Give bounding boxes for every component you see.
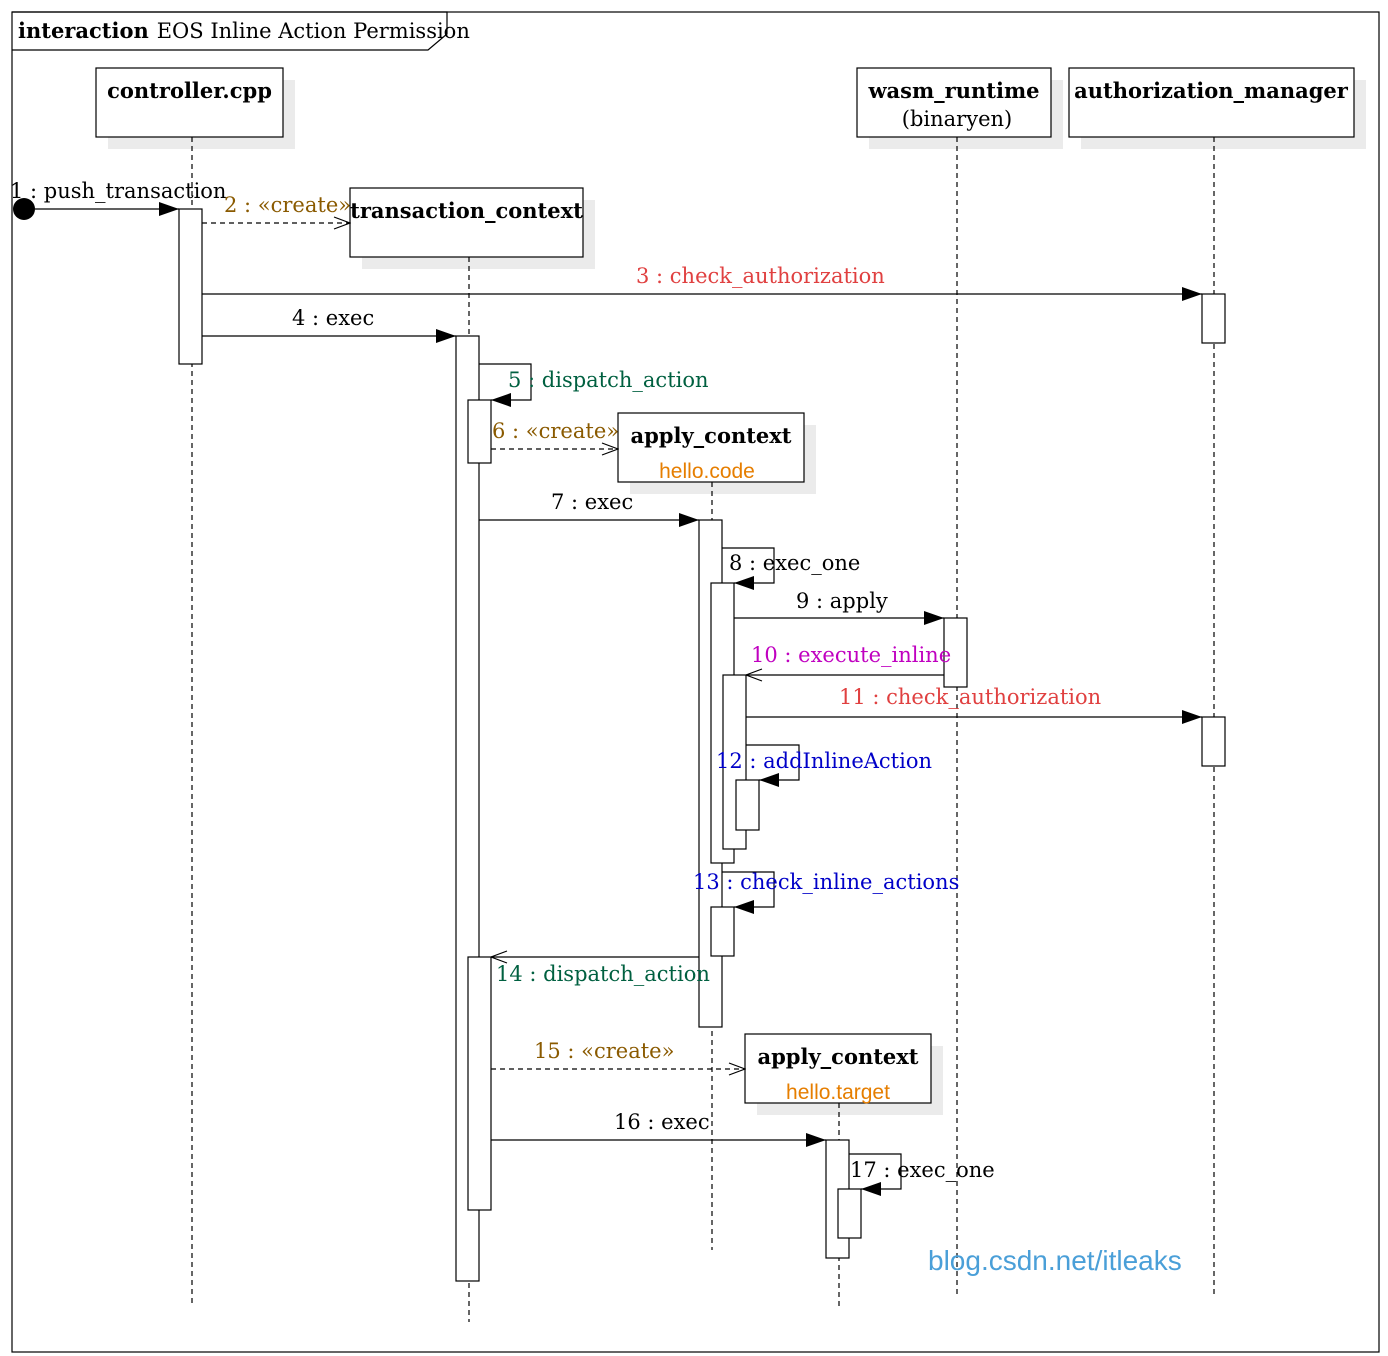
message-17-arrow [849, 1153, 902, 1196]
participant-apply-context-target: apply_context hello.target [744, 1033, 943, 1115]
participant-controller: controller.cpp [95, 67, 295, 149]
activation-add-inline-action [735, 779, 760, 831]
message-4-label: 4 : exec [292, 306, 374, 330]
message-17-label: 17 : exec_one [850, 1158, 995, 1182]
watermark: blog.csdn.net/itleaks [928, 1245, 1182, 1276]
message-13-label: 13 : check_inline_actions [693, 870, 959, 894]
message-13-arrow [722, 871, 775, 914]
participant-apply-context-code: apply_context hello.code [617, 412, 816, 494]
message-11-label: 11 : check_authorization [839, 685, 1101, 709]
message-14-label: 14 : dispatch_action [496, 962, 710, 986]
message-9-label: 9 : apply [796, 589, 888, 613]
participant-wasm-runtime: wasm_runtime (binaryen) [856, 67, 1063, 149]
participant-name: transaction_context [350, 198, 583, 223]
message-16-label: 16 : exec [614, 1110, 710, 1134]
participant-name: controller.cpp [107, 78, 272, 103]
interaction-frame [11, 11, 1380, 1353]
participant-name: apply_context [631, 423, 792, 448]
message-7-label: 7 : exec [551, 490, 633, 514]
message-8-label: 8 : exec_one [729, 551, 860, 575]
message-5-arrow [479, 363, 532, 407]
activation-check-inline-actions [710, 906, 735, 957]
participant-name: apply_context [758, 1044, 919, 1069]
message-6-label: 6 : «create» [492, 419, 619, 443]
message-12-arrow [746, 744, 800, 787]
activation-wasm-runtime [943, 617, 968, 688]
activation-exec-one-2 [837, 1188, 862, 1239]
found-message-start [13, 198, 35, 220]
participant-subtitle: (binaryen) [902, 107, 1012, 131]
message-10-label: 10 : execute_inline [751, 643, 951, 667]
activation-dispatch-1 [467, 399, 492, 464]
message-3-label: 3 : check_authorization [636, 264, 885, 288]
message-2-label: 2 : «create» [224, 193, 351, 217]
message-15-label: 15 : «create» [534, 1039, 674, 1063]
message-12-label: 12 : addInlineAction [716, 749, 932, 773]
activation-controller [178, 208, 203, 365]
participant-transaction-context: transaction_context [349, 187, 595, 269]
participant-name: authorization_manager [1074, 78, 1349, 103]
message-1-label: 1 : push_transaction [10, 179, 226, 203]
participant-subtitle: hello.code [659, 460, 755, 483]
activation-dispatch-2 [467, 956, 492, 1211]
participant-subtitle: hello.target [786, 1081, 890, 1104]
message-5-label: 5 : dispatch_action [508, 368, 709, 392]
participant-name: wasm_runtime [867, 78, 1039, 103]
activation-authorization-1 [1201, 293, 1226, 344]
activation-authorization-2 [1201, 716, 1226, 767]
frame-title-tab [12, 11, 448, 51]
message-8-arrow [722, 547, 775, 590]
participant-authorization-manager: authorization_manager [1068, 67, 1366, 149]
